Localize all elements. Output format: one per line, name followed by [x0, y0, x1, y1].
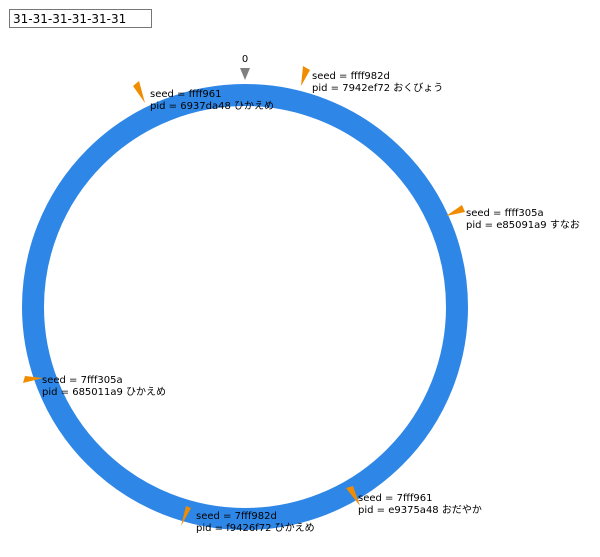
zero-label: 0 — [242, 54, 248, 65]
seed-label: seed = ffff982d — [312, 71, 390, 82]
pid-label: pid = 685011a9 ひかえめ — [42, 386, 166, 398]
seed-marker: seed = ffff305a pid = e85091a9 すなお — [446, 205, 580, 231]
pid-label: pid = f9426f72 ひかえめ — [196, 522, 315, 534]
seed-marker: seed = ffff982d pid = 7942ef72 おくびょう — [301, 66, 443, 94]
seed-marker-icon — [301, 66, 310, 86]
seed-marker: seed = 7fff305a pid = 685011a9 ひかえめ — [23, 375, 166, 398]
seed-marker-icon — [133, 81, 145, 103]
seed-marker-icon — [446, 205, 465, 216]
seed-marker-icon — [346, 486, 360, 506]
pid-label: pid = e9375a48 おだやか — [358, 504, 482, 516]
seed-label: seed = ffff961 — [150, 89, 221, 100]
seed-label: seed = 7fff982d — [196, 511, 277, 522]
seed-marker-icon — [23, 376, 43, 383]
seed-marker: seed = 7fff961 pid = e9375a48 おだやか — [346, 486, 482, 516]
seed-ring — [22, 84, 468, 530]
seed-label: seed = 7fff305a — [42, 375, 123, 386]
seed-marker: seed = ffff961 pid = 6937da48 ひかえめ — [133, 81, 274, 112]
seed-marker-icon — [181, 506, 191, 526]
pid-label: pid = e85091a9 すなお — [466, 219, 580, 231]
seed-marker: seed = 7fff982d pid = f9426f72 ひかえめ — [181, 506, 315, 534]
iv-input[interactable] — [9, 9, 152, 28]
zero-marker-icon — [240, 68, 250, 80]
pid-label: pid = 7942ef72 おくびょう — [312, 82, 443, 94]
seed-label: seed = ffff305a — [466, 208, 544, 219]
pid-label: pid = 6937da48 ひかえめ — [150, 100, 274, 112]
seed-label: seed = 7fff961 — [358, 493, 432, 504]
